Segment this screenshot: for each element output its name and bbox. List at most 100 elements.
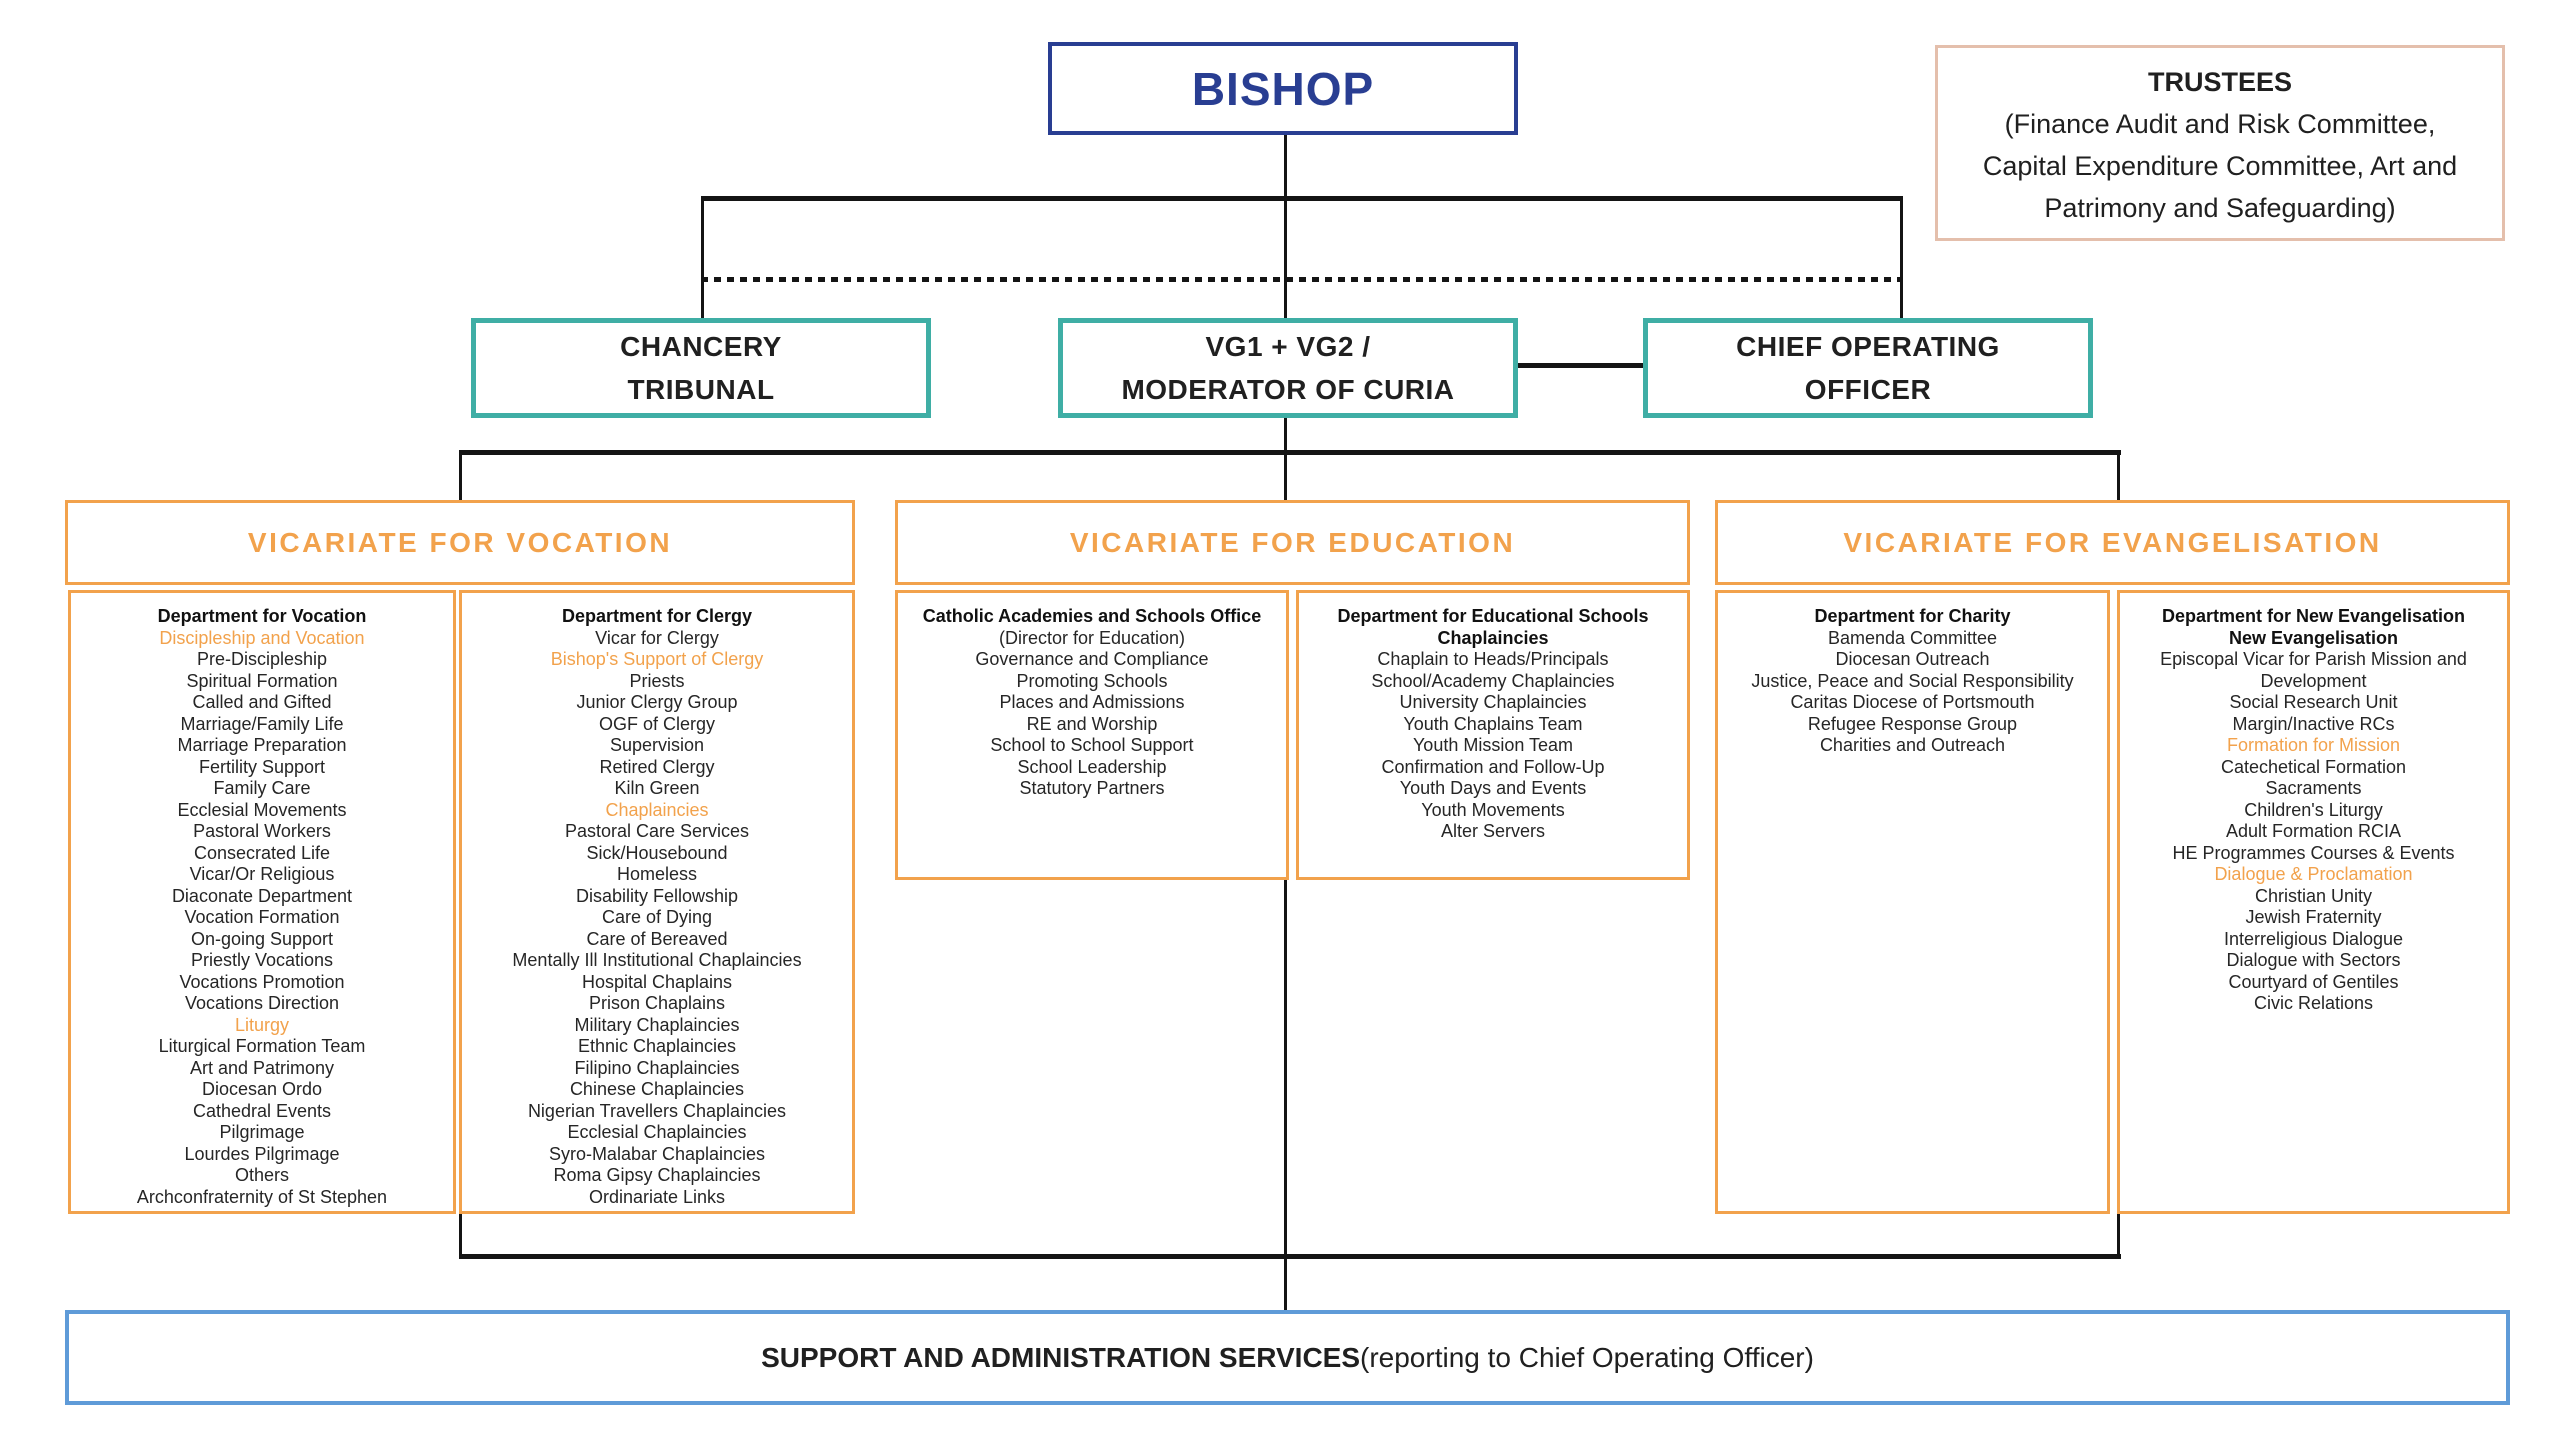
connector-vg-coo-link [1518, 363, 1643, 368]
vicariate-vocation-header: VICARIATE FOR VOCATION [65, 500, 855, 585]
connector-vg-down [1284, 418, 1287, 454]
department-list-item: Episcopal Vicar for Parish Mission and D… [2160, 649, 2467, 691]
connector-vicariate-bracket-top [459, 450, 2121, 455]
department-list-item: Kiln Green [614, 778, 700, 798]
educational-chaplaincies-box: Department for Educational Schools Chapl… [1296, 590, 1690, 880]
department-list-item: Sick/Housebound [586, 842, 728, 863]
department-list-item: Care of Bereaved [586, 928, 728, 949]
department-list-item: Homeless [616, 864, 698, 884]
department-list-item: Others [234, 1165, 290, 1185]
connector-row2-bracket-right [1900, 196, 1903, 318]
department-list-item: Diocesan Ordo [201, 1079, 323, 1099]
department-list-item: Courtyard of Gentiles [2228, 971, 2399, 992]
department-list-item: Pastoral Workers [193, 821, 331, 841]
department-list-item: Places and Admissions [999, 692, 1185, 712]
department-list-item: Consecrated Life [193, 842, 331, 863]
department-list-item: Vocations Direction [184, 993, 340, 1013]
vicars-general-line2: MODERATOR OF CURIA [1121, 374, 1455, 405]
department-list-item: Vocation Formation [184, 907, 340, 927]
department-list-item: Civic Relations [2253, 993, 2374, 1013]
vicariate-education-header: VICARIATE FOR EDUCATION [895, 500, 1690, 585]
department-list-item: Charities and Outreach [1819, 735, 2006, 755]
vicariate-evangelisation-title: VICARIATE FOR EVANGELISATION [1843, 526, 2382, 558]
bishop-box: BISHOP [1048, 42, 1518, 135]
catholic-academies-list: (Director for Education)Governance and C… [898, 628, 1286, 800]
department-list-item: Adult Formation RCIA [2225, 821, 2402, 841]
department-list-item: Jewish Fraternity [2245, 907, 2382, 927]
chancery-line1: CHANCERY [620, 330, 782, 362]
department-list-item: Hospital Chaplains [581, 971, 733, 992]
department-list-item: University Chaplaincies [1399, 692, 1587, 712]
department-list-item: On-going Support [190, 928, 334, 949]
department-list-item: Youth Mission Team [1412, 735, 1574, 755]
department-list-item: Liturgy [234, 1014, 290, 1035]
department-list-item: Dialogue with Sectors [2226, 950, 2401, 970]
department-list-item: Youth Chaplains Team [1403, 713, 1583, 734]
department-list-item: Ordinariate Links [588, 1186, 726, 1207]
department-list-item: Diaconate Department [171, 885, 353, 906]
department-list-item: Vicar/Or Religious [189, 864, 335, 884]
department-list-item: Pastoral Care Services [564, 821, 750, 841]
department-list-item: Confirmation and Follow-Up [1381, 756, 1605, 777]
department-list-item: Formation for Mission [2226, 735, 2401, 755]
chancery-tribunal-box: CHANCERY TRIBUNAL [471, 318, 931, 418]
department-list-item: Children's Liturgy [2244, 799, 2383, 820]
department-list-item: Pilgrimage [219, 1122, 305, 1142]
department-list-item: Liturgical Formation Team [158, 1036, 366, 1056]
department-list-item: Christian Unity [2254, 885, 2373, 906]
department-list-item: School/Academy Chaplaincies [1371, 670, 1615, 691]
department-list-item: Filipino Chaplaincies [574, 1057, 740, 1078]
department-list-item: (Director for Education) [998, 627, 1186, 648]
department-list-item: OGF of Clergy [598, 713, 716, 734]
department-list-item: Cathedral Events [192, 1100, 332, 1121]
department-list-item: Statutory Partners [1019, 778, 1165, 798]
department-list-item: Chaplaincies [605, 799, 709, 820]
connector-vocation-lower [459, 1212, 462, 1258]
department-list-item: Chinese Chaplaincies [569, 1079, 745, 1099]
department-list-item: Retired Clergy [599, 756, 715, 777]
department-list-item: Mentally Ill Institutional Chaplaincies [512, 950, 802, 970]
department-list-item: Chaplain to Heads/Principals [1377, 649, 1609, 669]
department-list-item: Dialogue & Proclamation [2214, 864, 2413, 884]
bishop-label: BISHOP [1191, 62, 1375, 115]
department-list-item: Fertility Support [198, 756, 326, 777]
coo-line2: OFFICER [1804, 374, 1932, 405]
department-list-item: Youth Movements [1421, 799, 1565, 820]
department-list-item: Family Care [213, 778, 311, 798]
vicariate-evangelisation-header: VICARIATE FOR EVANGELISATION [1715, 500, 2510, 585]
department-list-item: Priests [629, 670, 685, 691]
department-vocation-box: Department for Vocation Discipleship and… [68, 590, 456, 1214]
department-list-item: Lourdes Pilgrimage [184, 1143, 340, 1164]
department-list-item: Vocations Promotion [179, 971, 345, 992]
trustees-title: TRUSTEES [2147, 67, 2293, 97]
department-vocation-title: Department for Vocation [157, 606, 367, 626]
department-list-item: Spiritual Formation [186, 670, 338, 691]
department-list-item: Ecclesial Movements [177, 799, 347, 820]
department-list-item: Social Research Unit [2229, 692, 2398, 712]
department-list-item: Prison Chaplains [588, 993, 726, 1013]
vicariate-education-title: VICARIATE FOR EDUCATION [1069, 526, 1516, 558]
department-list-item: Bishop's Support of Clergy [550, 649, 764, 669]
support-services-subtitle: (reporting to Chief Operating Officer) [1360, 1341, 1814, 1373]
department-list-item: Archconfraternity of St Stephen [136, 1186, 388, 1207]
vicariate-vocation-title: VICARIATE FOR VOCATION [247, 526, 673, 558]
trustees-body: (Finance Audit and Risk Committee, Capit… [1982, 108, 2458, 223]
department-list-item: New Evangelisation [2228, 627, 2399, 648]
department-list-item: Alter Servers [1440, 821, 1546, 841]
department-list-item: Sacraments [2265, 778, 2362, 798]
connector-center-lower [1284, 880, 1287, 1310]
connector-vocation-drop [459, 450, 462, 502]
connector-row2-bracket-top [701, 196, 1903, 201]
department-list-item: Justice, Peace and Social Responsibility [1751, 670, 2074, 691]
department-list-item: Vicar for Clergy [595, 627, 719, 648]
department-list-item: Syro-Malabar Chaplaincies [548, 1143, 766, 1164]
department-list-item: Youth Days and Events [1399, 778, 1587, 798]
coo-line1: CHIEF OPERATING [1736, 330, 2000, 362]
connector-row2-bracket-left [701, 196, 704, 318]
